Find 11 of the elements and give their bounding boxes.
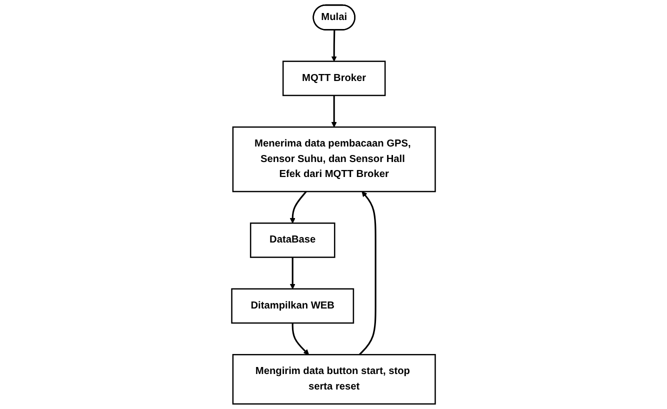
arrow: [331, 30, 337, 62]
node-box: [282, 60, 386, 96]
arrow: [331, 95, 337, 128]
arrow: [290, 191, 307, 224]
node-box: [232, 354, 436, 405]
node-box: [232, 126, 436, 192]
arrow: [358, 191, 376, 356]
node-box: [250, 222, 336, 258]
arrow: [290, 257, 296, 290]
node-box: [231, 288, 354, 324]
arrow: [292, 323, 310, 355]
